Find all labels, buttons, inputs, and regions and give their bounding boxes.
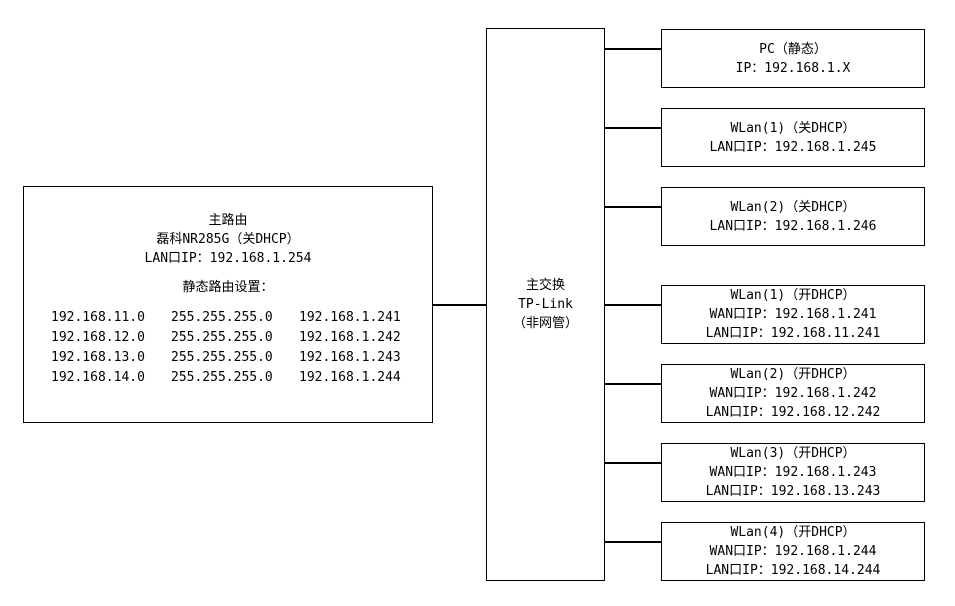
device-lan-ip: LAN口IP：192.168.12.242 — [705, 405, 881, 420]
device-title: PC（静态） — [759, 41, 827, 57]
router-lan-ip: LAN口IP：192.168.1.254 — [144, 251, 312, 266]
route-netmask: 255.255.255.0 — [171, 330, 273, 345]
device-lan-ip: LAN口IP：192.168.14.244 — [705, 563, 881, 578]
device-lan-ip: LAN口IP：192.168.11.241 — [705, 326, 881, 341]
connector-router-switch — [433, 304, 486, 306]
device-wan-ip: WAN口IP：192.168.1.241 — [709, 307, 877, 322]
device-title: WLan(1)（开DHCP） — [730, 288, 856, 303]
device-title: WLan(1)（关DHCP） — [730, 120, 856, 136]
switch-title: 主交换 — [525, 278, 565, 293]
route-row: 192.168.13.0 255.255.255.0 192.168.1.243 — [51, 348, 411, 368]
device-ip: IP：192.168.1.X — [735, 60, 851, 76]
device-wlan2-dhcp-off: WLan(2)（关DHCP） LAN口IP：192.168.1.246 — [661, 187, 925, 246]
route-netmask: 255.255.255.0 — [171, 350, 273, 365]
main-router-box: 主路由 磊科NR285G（关DHCP） LAN口IP：192.168.1.254… — [23, 186, 433, 423]
connector-switch-wlan2-off — [605, 206, 661, 208]
route-netmask: 255.255.255.0 — [171, 370, 273, 385]
connector-switch-wlan4-on — [605, 541, 661, 543]
route-gateway: 192.168.1.242 — [299, 330, 401, 345]
device-title: WLan(2)（开DHCP） — [730, 367, 856, 382]
switch-type: （非网管） — [512, 316, 578, 331]
connector-switch-pc — [605, 48, 661, 50]
route-netmask: 255.255.255.0 — [171, 310, 273, 325]
device-wlan1-dhcp-off: WLan(1)（关DHCP） LAN口IP：192.168.1.245 — [661, 108, 925, 167]
device-title: WLan(3)（开DHCP） — [730, 446, 856, 461]
device-wlan3-dhcp-on: WLan(3)（开DHCP） WAN口IP：192.168.1.243 LAN口… — [661, 443, 925, 502]
route-row: 192.168.14.0 255.255.255.0 192.168.1.244 — [51, 368, 411, 388]
route-row: 192.168.12.0 255.255.255.0 192.168.1.242 — [51, 328, 411, 348]
device-wlan2-dhcp-on: WLan(2)（开DHCP） WAN口IP：192.168.1.242 LAN口… — [661, 364, 925, 423]
connector-switch-wlan1-off — [605, 127, 661, 129]
device-title: WLan(4)（开DHCP） — [730, 525, 856, 540]
route-network: 192.168.14.0 — [51, 370, 145, 385]
router-title: 主路由 — [208, 213, 248, 228]
device-title: WLan(2)（关DHCP） — [730, 199, 856, 215]
router-model: 磊科NR285G（关DHCP） — [156, 232, 300, 247]
routes-title: 静态路由设置： — [182, 280, 274, 295]
connector-switch-wlan3-on — [605, 462, 661, 464]
device-lan-ip: LAN口IP：192.168.13.243 — [705, 484, 881, 499]
device-wlan1-dhcp-on: WLan(1)（开DHCP） WAN口IP：192.168.1.241 LAN口… — [661, 285, 925, 344]
device-wlan4-dhcp-on: WLan(4)（开DHCP） WAN口IP：192.168.1.244 LAN口… — [661, 522, 925, 581]
device-wan-ip: WAN口IP：192.168.1.242 — [709, 386, 877, 401]
route-network: 192.168.11.0 — [51, 310, 145, 325]
route-gateway: 192.168.1.243 — [299, 350, 401, 365]
device-wan-ip: WAN口IP：192.168.1.243 — [709, 465, 877, 480]
device-pc: PC（静态） IP：192.168.1.X — [661, 29, 925, 88]
connector-switch-wlan2-on — [605, 383, 661, 385]
switch-model: TP-Link — [518, 297, 573, 312]
route-row: 192.168.11.0 255.255.255.0 192.168.1.241 — [51, 308, 411, 328]
route-gateway: 192.168.1.244 — [299, 370, 401, 385]
device-lan-ip: LAN口IP：192.168.1.246 — [709, 218, 877, 234]
connector-switch-wlan1-on — [605, 304, 661, 306]
route-network: 192.168.12.0 — [51, 330, 145, 345]
static-routes-table: 192.168.11.0 255.255.255.0 192.168.1.241… — [51, 308, 411, 388]
device-lan-ip: LAN口IP：192.168.1.245 — [709, 139, 877, 155]
main-switch-box: 主交换 TP-Link （非网管） — [486, 28, 605, 581]
route-gateway: 192.168.1.241 — [299, 310, 401, 325]
device-wan-ip: WAN口IP：192.168.1.244 — [709, 544, 877, 559]
route-network: 192.168.13.0 — [51, 350, 145, 365]
